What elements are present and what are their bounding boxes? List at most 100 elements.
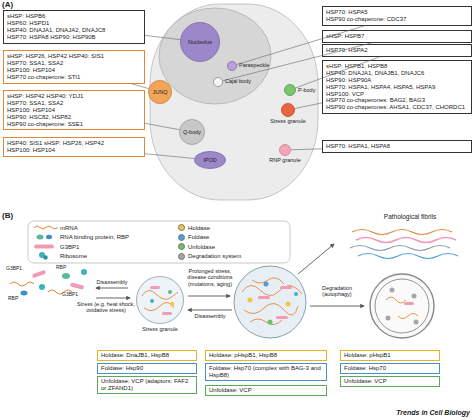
organelle-name: Cajal body [225, 78, 275, 84]
fibril [358, 254, 458, 259]
rbp-protein [21, 291, 28, 296]
process-arrow [188, 310, 232, 311]
chaperone-list-line: HSP70: HSPA5 [326, 9, 468, 16]
ribosome [150, 299, 154, 303]
component-label: G3BP1 [62, 292, 88, 298]
organelle-shape [285, 85, 296, 96]
leader-line [291, 148, 322, 150]
chaperone-list-line: HSP70: HSPA8 HSP90: HSP90B [7, 34, 141, 41]
fibril [352, 230, 452, 235]
chaperone-list-line: Holdase: pHspB1 [344, 352, 436, 359]
chaperone-list-line: sHSP: HSP26, HSP42 HSP40: SIS1 [7, 53, 141, 60]
organelle-shape [137, 277, 184, 324]
chaperone-list-line: Foldase: Hsp90 [101, 365, 193, 372]
g3bp1-protein [404, 302, 414, 305]
organelle-outline [279, 144, 291, 156]
mrna-symbol [34, 226, 58, 229]
unfoldase-dot [268, 320, 273, 325]
legend-text: Holdase [188, 225, 210, 231]
g3bp1-protein [32, 270, 47, 279]
ribosome [39, 284, 45, 290]
organelle-shape [228, 62, 237, 71]
rbp-symbol [46, 235, 52, 239]
chaperone-list-line: HSP100: HSP104 [7, 107, 141, 114]
chaperone-list-line: Foldase: Hsp70 [344, 365, 436, 372]
chaperone-box: HSP70: HSPA5HSP90 co-chaperone: CDC37 [322, 6, 472, 26]
chaperone-list-line: HSP70: HSPA2 [326, 47, 468, 54]
mrna-strand [142, 290, 178, 299]
foldase-box: Foldase: Hsp70 [340, 363, 440, 374]
organelle-outline [213, 77, 223, 87]
aged-granule [234, 266, 306, 338]
chaperone-list-line: Holdase: DnaJB1, HspB8 [101, 352, 193, 359]
organelle-circle: Q-body [179, 119, 205, 145]
chaperone-list-line: Holdase: pHspB1, HspB8 [209, 352, 323, 359]
holdase-dot [286, 302, 291, 307]
organelle-name: RNP granule [260, 157, 310, 163]
chaperone-list-line: sHSP: HSPB6 [7, 13, 141, 20]
process-arrow [310, 306, 364, 307]
chaperone-box: sHSP: HSPB1, HSPB8HSP40: DNAJA1, DNAJB1,… [322, 60, 472, 114]
degradation-dot [412, 294, 417, 299]
cell-outline [150, 4, 318, 200]
legend-swatch [178, 253, 185, 260]
chaperone-list-line: HSP40: DNAJA1, DNAJA2, DNAJC8 [7, 27, 141, 34]
journal-watermark: Trends in Cell Biology [300, 409, 470, 417]
legend-swatch [178, 234, 185, 241]
leader-line [145, 35, 180, 39]
legend-text: Unfoldase [188, 244, 215, 250]
rbp-protein [168, 290, 172, 294]
organelle-circle: Nucleolus [180, 22, 220, 62]
organelle-shape [181, 23, 220, 62]
chaperone-list-line: HSP90 co-chaperones: AHSA1, CDC37, CHORD… [326, 104, 468, 111]
process-label: Prolonged stress, disease conditions (mu… [184, 268, 236, 287]
process-label: Disassembly [186, 313, 234, 319]
degradation-dot [414, 320, 419, 325]
legend-text: Ribosome [60, 253, 87, 259]
chaperone-list-line: HSP70: HSPA1, HSPA4, HSPA5, HSPA9 [326, 84, 468, 91]
mrna-strand [250, 319, 282, 325]
chaperone-box: HSP70: HSPA1, HSPA8 [322, 140, 472, 153]
g3bp1-protein [162, 312, 172, 315]
process-arrow [298, 244, 334, 274]
chaperone-list-line: sHSP: HSPB7 [326, 33, 468, 40]
organelle-outline [227, 61, 237, 71]
fibril [356, 238, 456, 243]
component-label: G3BP1 [6, 266, 32, 272]
organelle-shape [149, 81, 172, 104]
component-label: RBP [56, 265, 76, 271]
leader-line [237, 26, 365, 65]
degradation-dot [386, 316, 391, 321]
legend-text: Degradation system [188, 253, 241, 259]
leader-line [295, 103, 322, 109]
g3bp1-protein [150, 286, 160, 289]
g3bp1-protein [276, 316, 288, 319]
organelle-name: Nucleolus [180, 22, 220, 62]
unfoldase-box: Unfoldase: VCP (adaptors: FAF2 or ZFAND1… [97, 376, 197, 394]
chaperone-list-line: HSP100: VCP [326, 91, 468, 98]
holdase-box: Holdase: pHspB1, HspB8 [205, 350, 327, 361]
chaperone-list-line: HSP90 co-chaperone: CDC37 [326, 16, 468, 23]
legend-swatch [178, 243, 185, 250]
process-label: Disassembly [88, 279, 136, 285]
process-arrow [96, 298, 130, 299]
foldase-box: Foldase: Hsp90 [97, 363, 197, 374]
legend-frame [28, 221, 290, 263]
g3bp1-symbol [34, 245, 54, 249]
component-label: RBP [8, 296, 28, 302]
ribosome [294, 292, 298, 296]
chaperone-list-line: Unfoldase: VCP [209, 387, 323, 394]
chaperone-list-line: HSP40: SIS1 sHSP: HSP26, HSP42 [7, 140, 141, 147]
g3bp1-protein [70, 282, 85, 289]
chaperone-box: sHSP: HSP42 HSP40: YDJ1HSP70: SSA1, SSA2… [3, 90, 145, 130]
rbp-protein [62, 273, 70, 279]
organelle-name: Paraspeckle [239, 62, 289, 68]
legend-entry: mRNA [60, 224, 78, 231]
chaperone-list-line: HSP90: HSP90A [326, 77, 468, 84]
process-arrow [188, 296, 230, 297]
organelle-outline [136, 276, 184, 324]
legend-text: Foldase [188, 234, 209, 240]
chaperone-list-line: Unfoldase: VCP [344, 378, 436, 385]
holdase-box: Holdase: pHspB1 [340, 350, 440, 361]
holdase-dot [170, 302, 174, 306]
